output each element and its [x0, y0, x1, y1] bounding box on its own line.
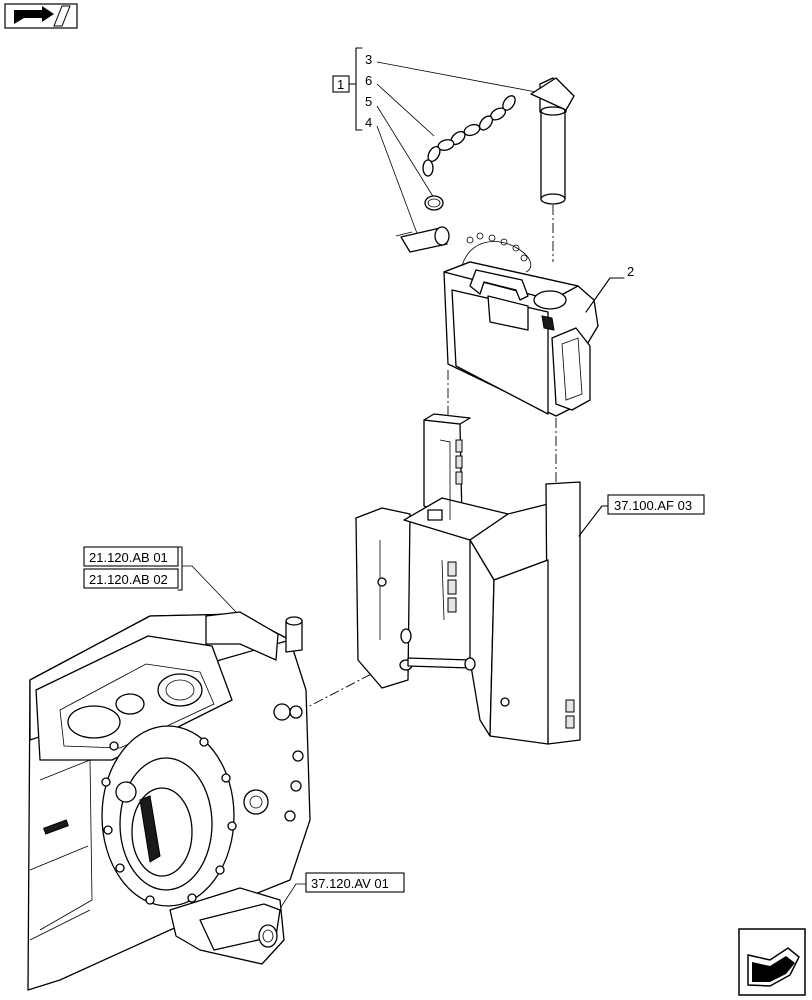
book-arrow-icon[interactable] [4, 3, 78, 29]
callout-6: 6 [365, 73, 372, 88]
callout-5: 5 [365, 94, 372, 109]
callout-3: 3 [365, 52, 372, 67]
trailer-hook [443, 232, 625, 417]
kit-number: 1 [337, 77, 344, 92]
next-page-arrow-icon[interactable] [738, 928, 806, 996]
reference-21-120-ab[interactable]: 21.120.AB 01 21.120.AB 02 [83, 546, 237, 613]
lynch-pin [395, 226, 450, 253]
reference-37-100-af-03[interactable]: 37.100.AF 03 [607, 494, 705, 515]
split-ring [424, 195, 444, 211]
coupling-pin [530, 77, 575, 205]
centerline-housing [297, 653, 411, 713]
reference-37-120-av-01[interactable]: 37.120.AV 01 [269, 872, 405, 925]
kit-callout-group: 1 3 6 5 4 [332, 47, 537, 237]
reference-21-120-ab-02: 21.120.AB 02 [89, 572, 168, 587]
callout-2: 2 [627, 264, 634, 279]
callout-4: 4 [365, 115, 372, 130]
chain [422, 95, 516, 177]
svg-text:37.100.AF 03: 37.100.AF 03 [614, 498, 692, 513]
reference-21-120-ab-01: 21.120.AB 01 [89, 550, 168, 565]
transmission-housing [27, 611, 311, 991]
hitch-bracket [355, 413, 609, 745]
svg-text:37.120.AV 01: 37.120.AV 01 [311, 876, 389, 891]
